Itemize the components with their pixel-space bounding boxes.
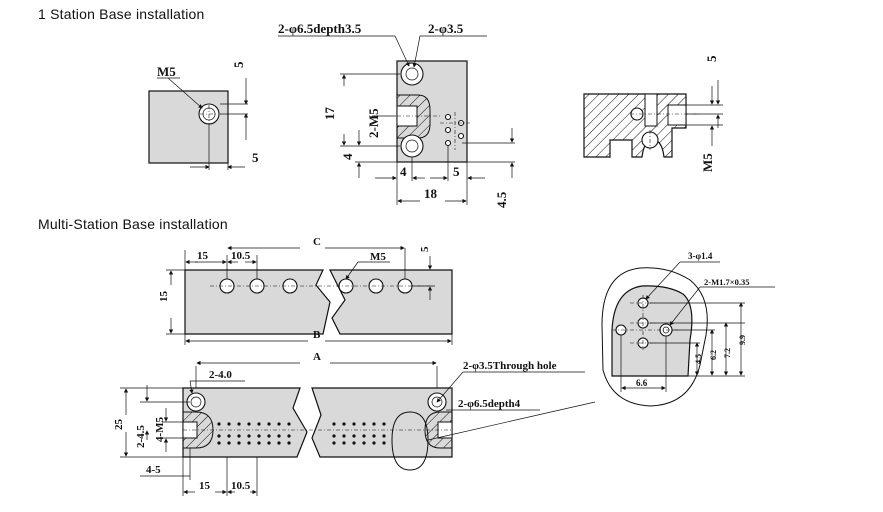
pin-dot [227,434,231,438]
pin-dot [372,441,376,445]
multi-2-4-5: 2-4.5 [135,425,147,448]
pin-dot [382,441,386,445]
dim-18: 18 [424,186,438,201]
detail-9-9: 9.9 [738,335,747,345]
pin-dot [352,422,356,426]
pin-dot [332,434,336,438]
multi-25: 25 [113,419,125,431]
multi-top-view: 15 10.5 C M5 5 15 B [158,236,453,345]
pin-dot [287,422,291,426]
single-section-view: 5 M5 [583,55,723,172]
callout-through: 2-φ3.5 [428,21,464,36]
detail-3-1-4: 3-φ1.4 [688,251,713,261]
single-station-title: 1 Station Base installation [38,6,205,22]
dim-m5-right: M5 [700,153,715,172]
pin-dot [342,441,346,445]
pin-dot [257,422,261,426]
pin-dot [332,441,336,445]
pin-dot [362,434,366,438]
pin-dot [382,434,386,438]
pin-dot [247,434,251,438]
dim-5-bottom: 5 [252,150,259,165]
multi-through-hole: 2-φ3.5Through hole [463,360,557,372]
multi-b: B [313,329,321,341]
pin-dot [287,434,291,438]
detail-6-2: 6.2 [709,350,718,360]
dim-4-bottom: 4 [400,164,407,179]
multi-10-5-bottom: 10.5 [231,480,251,492]
dim-5-top: 5 [231,61,246,68]
pin-dot [257,441,261,445]
multi-15: 15 [197,250,209,262]
dim-2m5: 2-M5 [366,108,381,138]
pin-dot [237,422,241,426]
pin-dot [277,422,281,426]
pin-dot [237,434,241,438]
detail-4-5: 4.5 [694,354,703,364]
pin-dot [342,434,346,438]
pin-dot [237,441,241,445]
single-front-view: 2-φ6.5depth3.5 2-φ3.5 17 2-M5 4 4 5 18 [278,21,515,208]
pin-dot [342,422,346,426]
detail-7-2: 7.2 [723,348,732,358]
multi-front-view: A 2-4.0 25 2-4.5 4-M5 4-5 15 10.5 2-φ3.5… [113,351,596,496]
pin-dot [267,441,271,445]
pin-dot [277,441,281,445]
pin-dot [227,441,231,445]
pin-dot [267,422,271,426]
multi-15-side: 15 [158,291,170,303]
single-side-view: M5 5 5 [148,61,259,170]
dim-5-right: 5 [704,55,719,62]
multi-m5: M5 [370,251,386,263]
pin-dot [247,441,251,445]
multi-a: A [313,351,321,363]
multi-c: C [313,236,321,248]
dim-17: 17 [322,107,337,121]
front-dots-right [332,422,386,445]
callout-counterbore: 2-φ6.5depth3.5 [278,21,362,36]
pin-dot [217,422,221,426]
dim-4-5: 4.5 [494,191,509,208]
pin-dot [277,434,281,438]
pin-dot [217,434,221,438]
detail-6-6: 6.6 [636,378,648,388]
pin-dot [372,434,376,438]
pin-dot [227,422,231,426]
pin-dot [372,422,376,426]
pin-dot [352,434,356,438]
front-dots-left [217,422,291,445]
multi-station-title: Multi-Station Base installation [38,216,228,232]
multi-15-bottom: 15 [199,480,211,492]
pin-dot [217,441,221,445]
multi-10-5: 10.5 [231,250,251,262]
multi-cbore: 2-φ6.5depth4 [458,398,521,410]
pin-dot [382,422,386,426]
detail-view: 3-φ1.4 2-M1.7×0.35 4.5 6.2 7.2 9.9 6.6 [601,251,775,407]
pin-dot [362,441,366,445]
pin-dot [267,434,271,438]
pin-dot [247,422,251,426]
pin-dot [332,422,336,426]
dim-4-left: 4 [340,153,355,160]
multi-5: 5 [419,246,431,252]
pin-dot [257,434,261,438]
pin-dot [352,441,356,445]
pin-dot [362,422,366,426]
multi-4-m5: 4-M5 [154,416,166,442]
dim-5-mid: 5 [453,164,460,179]
pin-dot [287,441,291,445]
multi-4-5-pitch: 4-5 [146,464,161,476]
multi-2-4-0: 2-4.0 [209,369,232,381]
m5-label: M5 [157,64,176,79]
detail-2-m1-7: 2-M1.7×0.35 [704,277,749,287]
